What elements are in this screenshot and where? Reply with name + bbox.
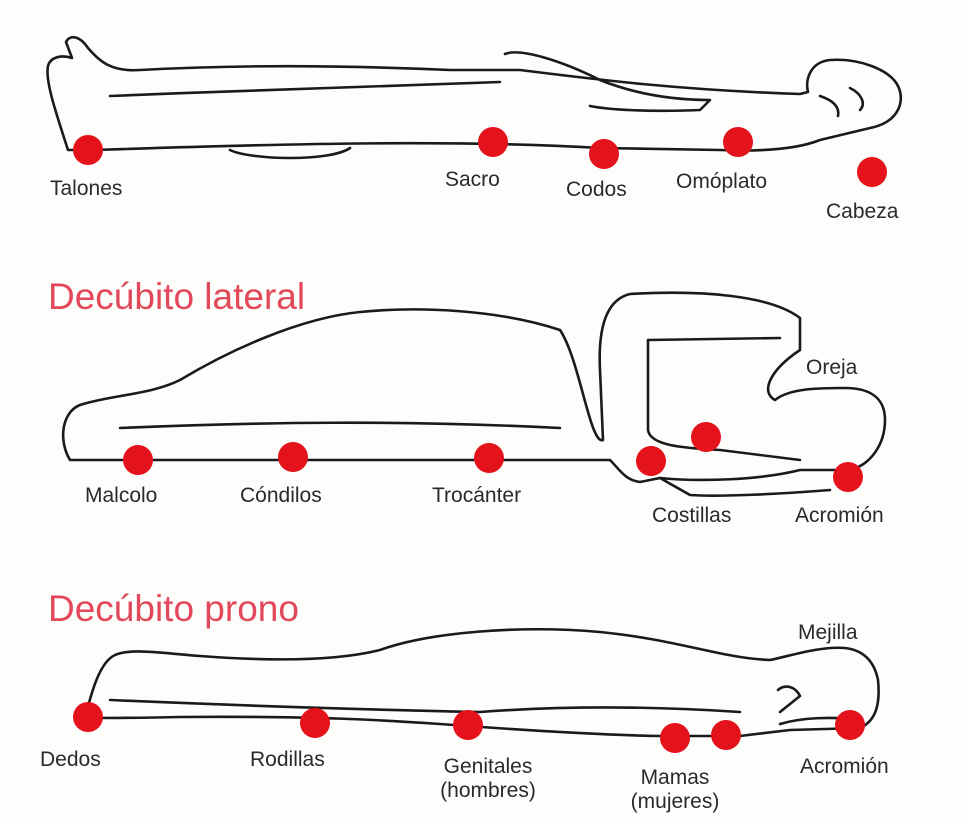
label-maleolo: Malcolo bbox=[85, 484, 157, 508]
supine-leg-line bbox=[110, 82, 500, 96]
label-genitales: Genitales (hombres) bbox=[418, 755, 558, 803]
point-rodillas bbox=[300, 708, 330, 738]
label-genitales-line1: Genitales bbox=[418, 755, 558, 779]
lateral-leg-line bbox=[120, 423, 560, 428]
point-trocanter bbox=[474, 443, 504, 473]
label-sacro: Sacro bbox=[445, 168, 500, 192]
point-maleolo bbox=[123, 445, 153, 475]
point-costillas-upper bbox=[691, 422, 721, 452]
point-codos bbox=[589, 139, 619, 169]
label-dedos: Dedos bbox=[40, 748, 101, 772]
prone-leg-line bbox=[110, 700, 480, 712]
point-acromion-lateral bbox=[833, 462, 863, 492]
label-mamas-line2: (mujeres) bbox=[610, 790, 740, 814]
prone-arm-outline bbox=[480, 687, 800, 712]
point-cabeza bbox=[857, 157, 887, 187]
lateral-figure bbox=[63, 293, 885, 496]
label-acromion-prone: Acromión bbox=[800, 755, 889, 779]
label-omoplato: Omóplato bbox=[676, 170, 767, 194]
supine-figure bbox=[47, 37, 900, 158]
supine-arm-outline bbox=[505, 52, 710, 110]
label-costillas: Costillas bbox=[652, 504, 731, 528]
point-acromion-prone bbox=[835, 710, 865, 740]
point-talones bbox=[73, 135, 103, 165]
label-rodillas: Rodillas bbox=[250, 748, 325, 772]
point-mamas-left bbox=[660, 723, 690, 753]
label-trocanter: Trocánter bbox=[432, 484, 521, 508]
label-oreja: Oreja bbox=[806, 356, 857, 380]
label-condilos: Cóndilos bbox=[240, 484, 322, 508]
title-decubito-prono: Decúbito prono bbox=[48, 588, 299, 630]
point-genitales bbox=[453, 710, 483, 740]
label-codos: Codos bbox=[566, 178, 627, 202]
label-talones: Talones bbox=[50, 177, 122, 201]
label-mamas: Mamas (mujeres) bbox=[610, 766, 740, 814]
label-cabeza: Cabeza bbox=[826, 200, 898, 224]
point-sacro bbox=[478, 127, 508, 157]
point-omoplato bbox=[723, 127, 753, 157]
point-mamas-right bbox=[711, 720, 741, 750]
label-mejilla: Mejilla bbox=[798, 621, 858, 645]
supine-buttock-line bbox=[230, 148, 350, 158]
point-dedos bbox=[73, 702, 103, 732]
label-mamas-line1: Mamas bbox=[610, 766, 740, 790]
point-costillas bbox=[636, 446, 666, 476]
lateral-body-outline bbox=[63, 293, 885, 482]
label-genitales-line2: (hombres) bbox=[418, 779, 558, 803]
point-condilos bbox=[278, 442, 308, 472]
label-acromion-lateral: Acromión bbox=[795, 504, 884, 528]
title-decubito-lateral: Decúbito lateral bbox=[48, 276, 305, 318]
supine-head-detail bbox=[820, 88, 863, 116]
